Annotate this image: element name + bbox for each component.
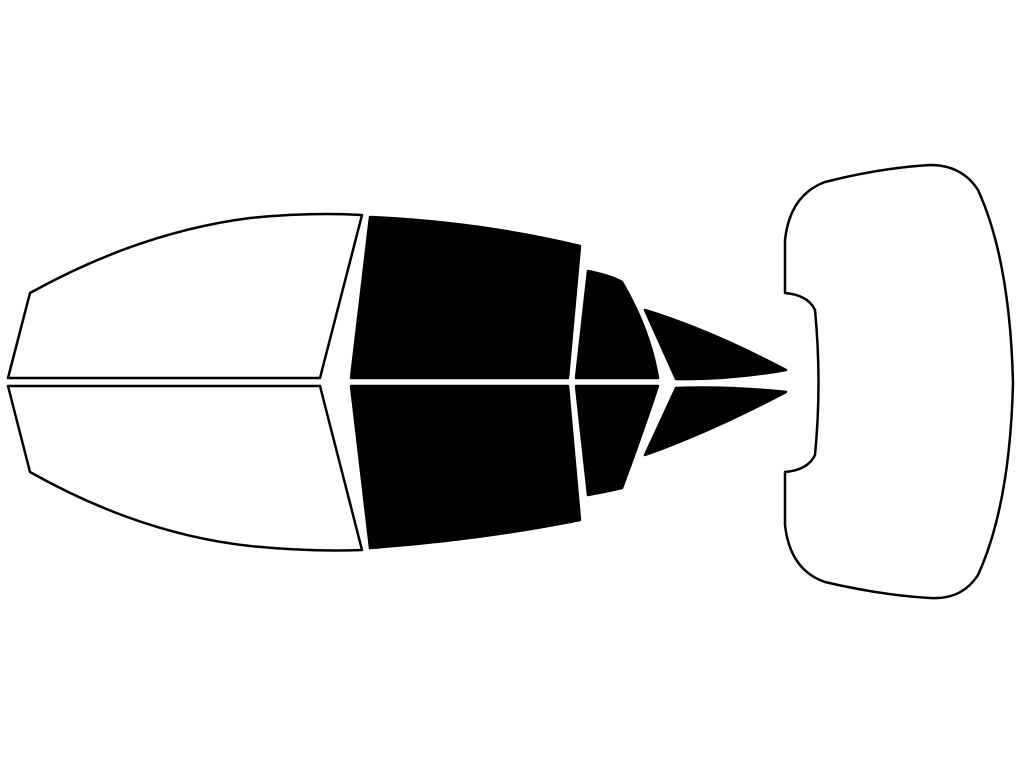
quarter-window-upper [643,308,788,381]
front-door-window-upper [349,215,582,380]
rear-window [783,163,1015,600]
windshield-lower-half [6,384,364,552]
rear-door-window-lower [574,384,660,497]
front-door-window-lower [349,384,582,550]
windshield-upper-half [6,212,364,380]
rear-door-window-upper [574,269,660,380]
quarter-window-lower [643,386,788,457]
